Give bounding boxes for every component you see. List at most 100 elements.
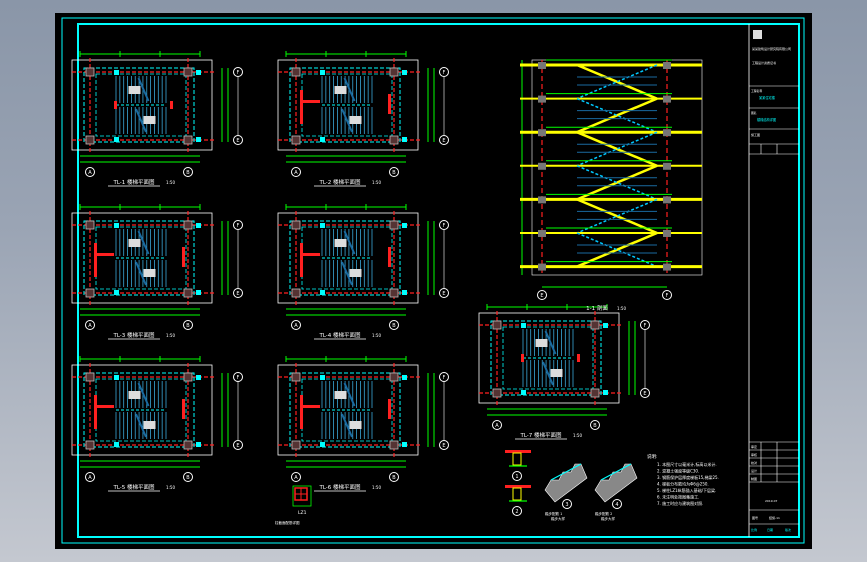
note-item: 5. 梯柱LZ1纵筋锚入基础/下层梁. [657, 487, 716, 493]
plan-outline [277, 364, 419, 456]
axis-bubble-top-label: F [237, 223, 240, 229]
note-item: 4. 梯板分布筋均为Φ6@250. [657, 481, 709, 487]
stair-flight-hidden [576, 165, 658, 201]
step-hatch [544, 463, 588, 503]
note-item: 7. 施工时应与建筑图对照. [657, 500, 703, 506]
tie-column [603, 390, 608, 395]
tl-beam-red [94, 395, 97, 429]
tie-column [320, 137, 325, 142]
axis-bubble-bottom-label: E [643, 391, 646, 397]
detail-caption-sub: 踏步大样 [551, 516, 565, 521]
section-axis-bubble-right [662, 290, 672, 300]
slab-tag [550, 369, 563, 377]
company-logo [753, 30, 762, 39]
detail-bubble [612, 499, 622, 509]
break-line [135, 261, 147, 286]
footer-left: 比例 [751, 527, 757, 532]
axis-bubble-top [439, 67, 449, 77]
break-line [135, 413, 147, 438]
slab-tag [334, 239, 347, 247]
tie-column [114, 375, 119, 380]
section-axis-bubble-left [537, 290, 547, 300]
axis-bubble-right [183, 472, 193, 482]
break-line [341, 108, 353, 133]
beam-section [538, 229, 546, 237]
tie-column [196, 70, 201, 75]
role-label: 审定 [751, 444, 757, 449]
tie-column [320, 223, 325, 228]
role-label: 审核 [751, 452, 757, 457]
tie-column [114, 223, 119, 228]
section-title: 1-1 剖面 [586, 304, 608, 312]
beam-web [512, 487, 522, 501]
tie-column [320, 375, 325, 380]
break-line [137, 230, 150, 255]
beam-section [663, 95, 671, 103]
slab-tag [334, 391, 347, 399]
tie-column [196, 375, 201, 380]
column [492, 388, 502, 398]
beam-outline [289, 372, 401, 448]
beam-web [512, 452, 522, 466]
tl-beam-red [577, 354, 580, 362]
landing-outline [502, 326, 594, 390]
landing-outline [95, 73, 187, 137]
sheet-no-label: 图号 [752, 515, 758, 520]
tie-column [114, 442, 119, 447]
plan-scale: 1:50 [372, 485, 381, 490]
beam-section [663, 263, 671, 271]
column [389, 220, 399, 230]
slab-tag [349, 116, 362, 124]
beam-section [538, 95, 546, 103]
slab-tag [143, 421, 156, 429]
axis-bubble-right-label: B [392, 323, 396, 329]
axis-bubble-bottom [640, 388, 650, 398]
section-scale: 1:50 [617, 306, 626, 311]
beam-section [663, 129, 671, 137]
detail-bubble [512, 471, 522, 481]
beam-outline [83, 372, 195, 448]
stair-flight-hidden [576, 198, 658, 234]
break-line [137, 382, 150, 407]
break-line [343, 77, 356, 102]
column-detail-title: LZ1 [298, 510, 307, 516]
column [389, 372, 399, 382]
column [389, 135, 399, 145]
plan-title: TL-3 楼梯平面图 [112, 331, 155, 339]
tl-beam-red [170, 101, 173, 109]
step-surface [600, 463, 632, 481]
beam-section [663, 196, 671, 204]
role-label: 校对 [751, 460, 757, 465]
beam-outline [289, 220, 401, 296]
notes-heading: 说明: [647, 453, 658, 460]
stair-flight-hidden [576, 131, 658, 167]
column [85, 67, 95, 77]
plan-title: TL-2 楼梯平面图 [318, 178, 361, 186]
beam-detail-2: 2 [505, 485, 531, 516]
axis-bubble-bottom-label: E [236, 138, 239, 144]
beam-top-bar [505, 485, 531, 488]
tl-beam-red [300, 395, 303, 429]
tie-column [196, 137, 201, 142]
axis-bubble-left [85, 167, 95, 177]
column [291, 372, 301, 382]
cert-text: 工程设计资质证书 [752, 60, 776, 65]
slab-tag [128, 239, 141, 247]
axis-bubble-right-label: B [186, 323, 190, 329]
plan-outline [71, 212, 213, 304]
axis-bubble-right-label: B [392, 170, 396, 176]
axis-bubble-left-label: A [294, 170, 298, 176]
axis-bubble-left [291, 320, 301, 330]
column [183, 135, 193, 145]
tl-beam-red [94, 243, 97, 277]
stair-flight [576, 164, 658, 201]
footer-mid: 日期 [767, 527, 773, 532]
axis-bubble-top [233, 220, 243, 230]
